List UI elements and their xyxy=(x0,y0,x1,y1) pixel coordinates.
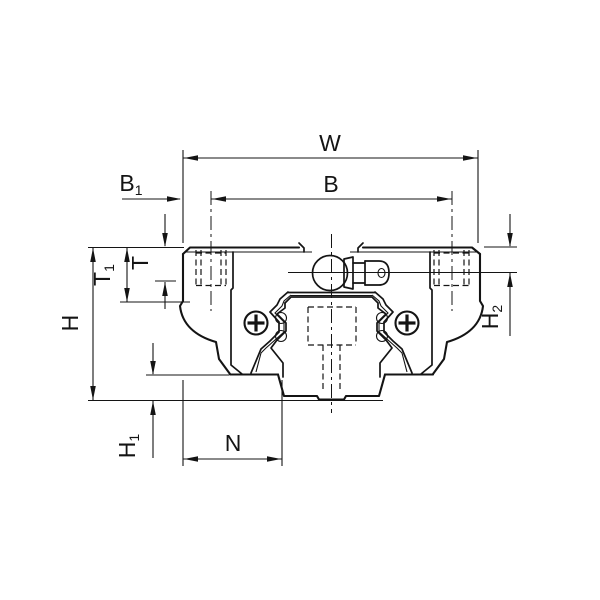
rail-profile xyxy=(270,296,393,378)
nipple-ball xyxy=(311,254,349,292)
dimension-t1: T1 xyxy=(89,248,130,302)
dim-label-h1: H1 xyxy=(114,434,142,459)
dim-label-t: T xyxy=(127,256,153,270)
end-cap-lines xyxy=(230,251,433,375)
dimension-h1: H1 xyxy=(114,343,156,458)
ball-raceway xyxy=(375,311,389,325)
rail-bolt-hole xyxy=(307,306,357,392)
phillips-screw-icon xyxy=(394,310,420,336)
grease-nipple xyxy=(311,254,390,292)
dim-label-w: W xyxy=(319,130,341,156)
dim-label-h2: H2 xyxy=(477,305,505,330)
dim-label-h: H xyxy=(57,315,83,332)
flange-holes xyxy=(195,250,470,287)
dim-label-b: B xyxy=(323,171,338,197)
extension-lines xyxy=(88,150,517,466)
dimension-n: N xyxy=(183,430,282,462)
dimension-b: B xyxy=(211,171,452,202)
ball-raceway xyxy=(274,311,288,325)
dimension-w: W xyxy=(183,130,478,161)
nipple-tip-hole xyxy=(377,267,386,279)
ball-raceway xyxy=(274,329,288,343)
dim-label-n: N xyxy=(225,430,242,456)
block-cavity xyxy=(250,291,413,374)
dimension-h: H xyxy=(57,248,96,400)
dimension-h2: H2 xyxy=(477,214,513,336)
end-cap-screws xyxy=(243,310,420,336)
nipple-neck xyxy=(352,260,366,286)
dimension-t: T xyxy=(127,214,168,309)
nipple-hex xyxy=(343,256,354,290)
nipple-cap xyxy=(364,260,390,286)
block-outline xyxy=(178,242,485,401)
dim-label-t1: T1 xyxy=(89,264,117,286)
phillips-screw-icon xyxy=(243,310,269,336)
dim-label-b1: B1 xyxy=(119,170,142,198)
ball-raceway xyxy=(375,329,389,343)
dimension-b1: B1 xyxy=(119,170,181,202)
